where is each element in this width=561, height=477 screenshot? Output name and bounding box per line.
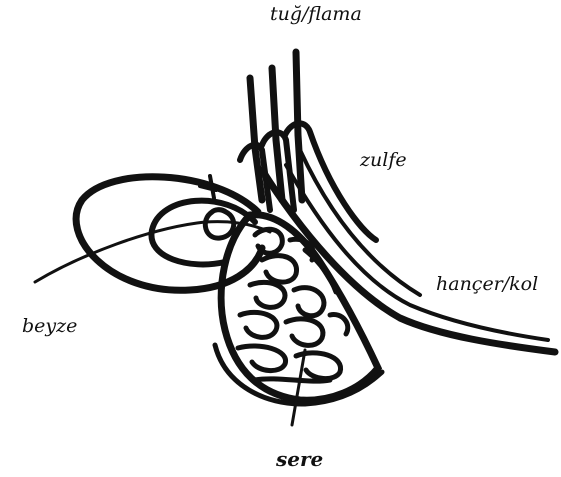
tug-shaft-1 xyxy=(250,78,262,200)
inner-knot xyxy=(205,210,233,238)
label-sere: sere xyxy=(275,447,323,471)
label-beyze: beyze xyxy=(22,315,77,337)
label-tug: tuğ/flama xyxy=(270,3,362,25)
sere-inner-script xyxy=(238,229,348,381)
sere-stem-line xyxy=(292,350,305,425)
label-zulfe: zulfe xyxy=(359,149,407,171)
label-hancer: hançer/kol xyxy=(436,273,538,295)
inner-knot-stem xyxy=(200,176,216,198)
